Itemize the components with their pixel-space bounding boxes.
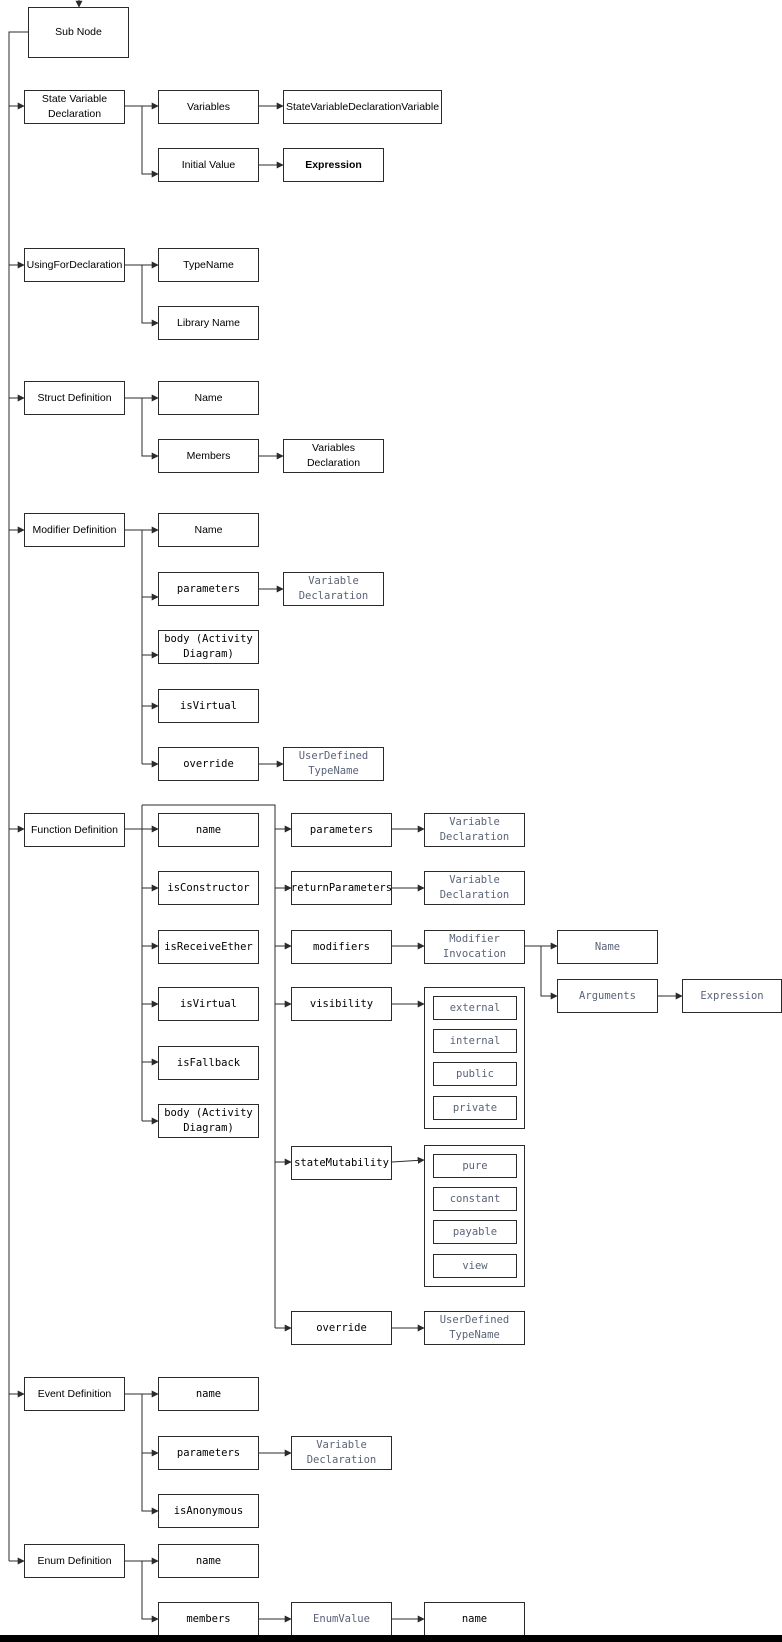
fd-name-node[interactable]: name	[158, 813, 259, 847]
sm-payable-option[interactable]: payable	[433, 1220, 517, 1244]
fd-mi-name-node[interactable]: Name	[557, 930, 658, 964]
fd-userdefined-typename-node[interactable]: UserDefined TypeName	[424, 1311, 525, 1345]
fd-isfallback-node[interactable]: isFallback	[158, 1046, 259, 1080]
md-variable-declaration-node[interactable]: Variable Declaration	[283, 572, 384, 606]
fd-mi-expression-node[interactable]: Expression	[682, 979, 782, 1013]
vis-private-option[interactable]: private	[433, 1096, 517, 1120]
md-name-node[interactable]: Name	[158, 513, 259, 547]
modifier-definition-node[interactable]: Modifier Definition	[24, 513, 125, 547]
en-enumvalue-name-node[interactable]: name	[424, 1602, 525, 1636]
ev-parameters-node[interactable]: parameters	[158, 1436, 259, 1470]
sv-variable-type-node[interactable]: StateVariableDeclarationVariable	[283, 90, 442, 124]
st-variables-declaration-node[interactable]: Variables Declaration	[283, 439, 384, 473]
sm-view-option[interactable]: view	[433, 1254, 517, 1278]
ev-name-node[interactable]: name	[158, 1377, 259, 1411]
fd-return-variable-declaration-node[interactable]: Variable Declaration	[424, 871, 525, 905]
fd-modifier-invocation-node[interactable]: Modifier Invocation	[424, 930, 525, 964]
sv-initial-value-node[interactable]: Initial Value	[158, 148, 259, 182]
fd-return-parameters-node[interactable]: returnParameters	[291, 871, 392, 905]
fd-body-node[interactable]: body (Activity Diagram)	[158, 1104, 259, 1138]
event-definition-node[interactable]: Event Definition	[24, 1377, 125, 1411]
fd-parameters-node[interactable]: parameters	[291, 813, 392, 847]
md-override-node[interactable]: override	[158, 747, 259, 781]
bottom-edge-bar	[0, 1635, 782, 1642]
fd-isvirtual-node[interactable]: isVirtual	[158, 987, 259, 1021]
sv-expression-node[interactable]: Expression	[283, 148, 384, 182]
fd-state-mutability-node[interactable]: stateMutability	[291, 1146, 392, 1180]
en-enumvalue-node[interactable]: EnumValue	[291, 1602, 392, 1636]
struct-definition-node[interactable]: Struct Definition	[24, 381, 125, 415]
state-variable-declaration-node[interactable]: State Variable Declaration	[24, 90, 125, 124]
fd-isconstructor-node[interactable]: isConstructor	[158, 871, 259, 905]
uf-library-name-node[interactable]: Library Name	[158, 306, 259, 340]
md-isvirtual-node[interactable]: isVirtual	[158, 689, 259, 723]
sv-variables-node[interactable]: Variables	[158, 90, 259, 124]
md-parameters-node[interactable]: parameters	[158, 572, 259, 606]
en-name-node[interactable]: name	[158, 1544, 259, 1578]
enum-definition-node[interactable]: Enum Definition	[24, 1544, 125, 1578]
fd-isreceiveether-node[interactable]: isReceiveEther	[158, 930, 259, 964]
ev-variable-declaration-node[interactable]: Variable Declaration	[291, 1436, 392, 1470]
md-body-node[interactable]: body (Activity Diagram)	[158, 630, 259, 664]
en-members-node[interactable]: members	[158, 1602, 259, 1636]
st-members-node[interactable]: Members	[158, 439, 259, 473]
using-for-declaration-node[interactable]: UsingForDeclaration	[24, 248, 125, 282]
uf-typename-node[interactable]: TypeName	[158, 248, 259, 282]
vis-public-option[interactable]: public	[433, 1062, 517, 1086]
fd-parameters-variable-declaration-node[interactable]: Variable Declaration	[424, 813, 525, 847]
fd-modifiers-node[interactable]: modifiers	[291, 930, 392, 964]
md-userdefined-typename-node[interactable]: UserDefined TypeName	[283, 747, 384, 781]
st-name-node[interactable]: Name	[158, 381, 259, 415]
fd-override-node[interactable]: override	[291, 1311, 392, 1345]
vis-external-option[interactable]: external	[433, 996, 517, 1020]
ev-isanonymous-node[interactable]: isAnonymous	[158, 1494, 259, 1528]
sub-node[interactable]: Sub Node	[28, 7, 129, 58]
fd-mi-arguments-node[interactable]: Arguments	[557, 979, 658, 1013]
fd-visibility-node[interactable]: visibility	[291, 987, 392, 1021]
sm-constant-option[interactable]: constant	[433, 1187, 517, 1211]
function-definition-node[interactable]: Function Definition	[24, 813, 125, 847]
vis-internal-option[interactable]: internal	[433, 1029, 517, 1053]
sm-pure-option[interactable]: pure	[433, 1154, 517, 1178]
